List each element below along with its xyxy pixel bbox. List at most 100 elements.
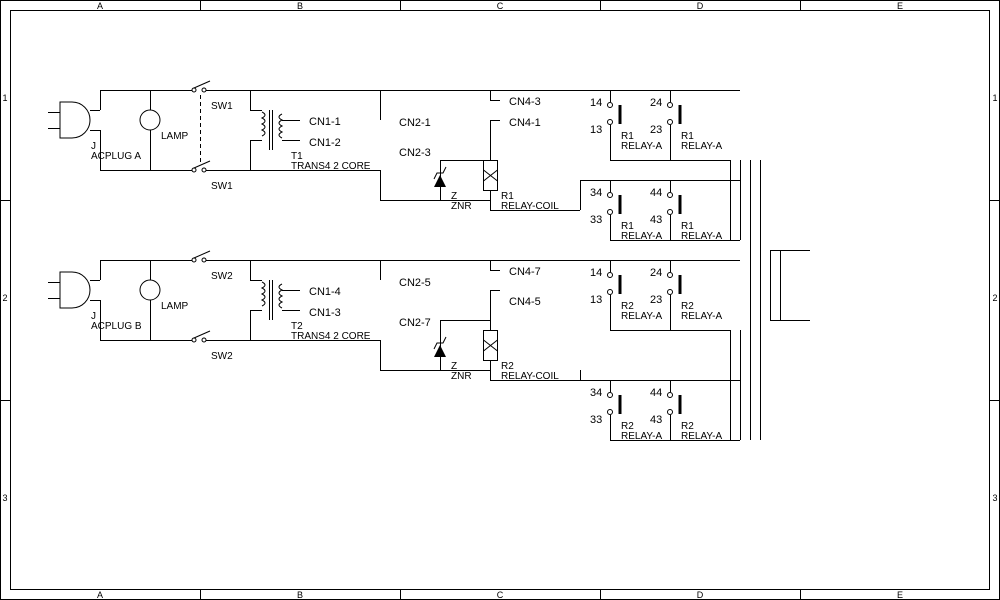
zone-row-2-left: 2 (2, 293, 7, 303)
circuit-a: J ACPLUG A LAMP SW1 SW1 (48, 80, 741, 242)
zone-row-2-right: 2 (992, 293, 997, 303)
pin-24: 24 (650, 97, 662, 109)
transformer-ref: T2 (291, 321, 303, 332)
switch-top-label: SW1 (211, 101, 233, 112)
transformer-symbol (250, 90, 300, 170)
pin-43: 43 (650, 414, 662, 426)
relay-contacts-lower (607, 380, 740, 441)
transformer-symbol (250, 260, 300, 340)
cn1-bottom-label: CN1-2 (309, 137, 341, 149)
zone-col-a-bottom: A (97, 590, 103, 600)
plug-ref: J (91, 311, 96, 322)
contact-2-name: RELAY-A (681, 311, 722, 322)
pin-34: 34 (590, 187, 602, 199)
zener-ref: Z (451, 361, 457, 372)
lamp-symbol (139, 260, 161, 340)
contact-4-name: RELAY-A (681, 431, 722, 442)
transformer-ref: T1 (291, 151, 303, 162)
zone-col-b-top: B (297, 1, 303, 11)
lamp-label: LAMP (161, 301, 189, 312)
cn2-top-label: CN2-5 (399, 277, 431, 289)
cn4-bottom-label: CN4-5 (509, 296, 541, 308)
pin-14: 14 (590, 97, 602, 109)
zone-col-e-bottom: E (897, 590, 903, 600)
relay-contacts-lower (607, 180, 740, 241)
contact-3-name: RELAY-A (621, 431, 662, 442)
contact-1-name: RELAY-A (621, 311, 662, 322)
plug-ref: J (91, 141, 96, 152)
cn1-bottom-label: CN1-3 (309, 307, 341, 319)
pin-33: 33 (590, 214, 602, 226)
cn2-top-label: CN2-1 (399, 117, 431, 129)
switch-top-label: SW2 (211, 271, 233, 282)
circuit-b: J ACPLUG B LAMP SW2 SW2 (48, 250, 741, 442)
zone-col-b-bottom: B (297, 590, 303, 600)
plug-name: ACPLUG B (91, 321, 142, 332)
relay-contacts-upper (607, 90, 730, 161)
switch-bottom-label: SW1 (211, 181, 233, 192)
coil-ref: R2 (501, 361, 514, 372)
switch-bottom-label: SW2 (211, 351, 233, 362)
zone-col-e-top: E (897, 1, 903, 11)
relay-coil-symbol (483, 160, 740, 211)
cn4-top-label: CN4-7 (509, 266, 541, 278)
pin-43: 43 (650, 214, 662, 226)
contact-4-ref: R2 (681, 421, 694, 432)
pin-24: 24 (650, 267, 662, 279)
lamp-label: LAMP (161, 131, 189, 142)
cn4-top-label: CN4-3 (509, 96, 541, 108)
ac-plug-symbol (48, 90, 101, 170)
zone-col-c-bottom: C (497, 590, 504, 600)
switch-bottom (191, 160, 380, 173)
zener-ref: Z (451, 191, 457, 202)
lamp-symbol (139, 90, 161, 170)
zone-row-1-right: 1 (992, 93, 997, 103)
contact-3-ref: R2 (621, 421, 634, 432)
contact-4-ref: R1 (681, 221, 694, 232)
contact-2-ref: R2 (681, 301, 694, 312)
zone-row-3-left: 3 (2, 493, 7, 503)
relay-contacts-upper (607, 260, 730, 331)
cn2-bottom-label: CN2-3 (399, 147, 431, 159)
cn1-top-label: CN1-4 (309, 286, 341, 298)
zone-col-d-bottom: D (697, 590, 704, 600)
zener-symbol (433, 320, 490, 370)
contact-1-ref: R1 (621, 131, 634, 142)
ac-plug-symbol (48, 260, 101, 340)
coil-name: RELAY-COIL (501, 201, 559, 212)
cn4-bottom-label: CN4-1 (509, 117, 541, 129)
plug-name: ACPLUG A (91, 151, 141, 162)
zener-name: ZNR (451, 371, 472, 382)
zener-name: ZNR (451, 201, 472, 212)
pin-33: 33 (590, 414, 602, 426)
pin-23: 23 (650, 124, 662, 136)
inner-border (10, 10, 990, 590)
contact-3-ref: R1 (621, 221, 634, 232)
relay-coil-symbol (483, 330, 740, 381)
zone-col-c-top: C (497, 1, 504, 11)
contact-1-name: RELAY-A (621, 141, 662, 152)
transformer-name: TRANS4 2 CORE (291, 331, 371, 342)
contact-2-name: RELAY-A (681, 141, 722, 152)
contact-3-name: RELAY-A (621, 231, 662, 242)
zone-col-a-top: A (97, 1, 103, 11)
coil-ref: R1 (501, 191, 514, 202)
cn1-top-label: CN1-1 (309, 116, 341, 128)
pin-44: 44 (650, 187, 662, 199)
switch-top (191, 80, 250, 93)
zone-row-1-left: 1 (2, 93, 7, 103)
pin-44: 44 (650, 387, 662, 399)
zone-col-d-top: D (697, 1, 704, 11)
transformer-name: TRANS4 2 CORE (291, 161, 371, 172)
contact-4-name: RELAY-A (681, 231, 722, 242)
coil-name: RELAY-COIL (501, 371, 559, 382)
pin-14: 14 (590, 267, 602, 279)
pin-34: 34 (590, 387, 602, 399)
pin-23: 23 (650, 294, 662, 306)
zone-row-3-right: 3 (992, 493, 997, 503)
zener-symbol (433, 160, 490, 200)
switch-bottom (191, 330, 380, 343)
